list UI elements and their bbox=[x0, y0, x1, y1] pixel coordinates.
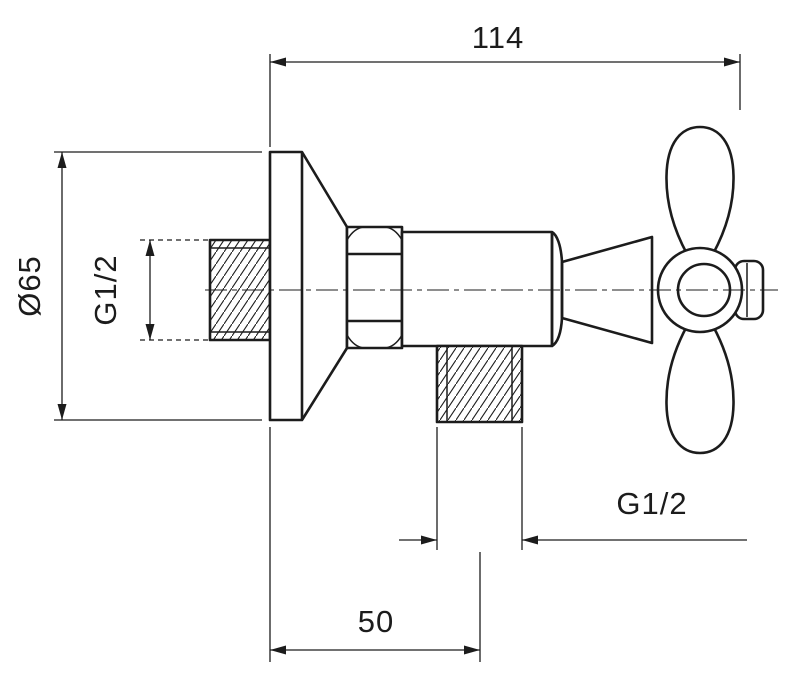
dimension-outlet-offset-label: 50 bbox=[358, 604, 394, 639]
dimension-flange-diameter-label: Ø65 bbox=[12, 255, 47, 317]
dimension-flange-diameter: Ø65 bbox=[12, 151, 262, 421]
dimension-inlet-thread-label: G1/2 bbox=[88, 254, 123, 325]
handle-bottom-arm bbox=[665, 324, 735, 455]
hex-nut bbox=[345, 225, 404, 350]
dimension-outlet-thread-label: G1/2 bbox=[616, 486, 687, 521]
handle-top-arm bbox=[665, 125, 735, 256]
dimension-overall-length-label: 114 bbox=[472, 20, 524, 55]
dimension-outlet-thread: G1/2 bbox=[399, 427, 747, 550]
dimension-overall-length: 114 bbox=[269, 20, 741, 147]
valve-body bbox=[400, 230, 554, 348]
dimension-outlet-offset: 50 bbox=[269, 427, 481, 662]
dimension-inlet-thread: G1/2 bbox=[88, 239, 215, 341]
outlet-thread-hatch bbox=[437, 346, 522, 422]
outlet-thread-port bbox=[435, 344, 524, 424]
